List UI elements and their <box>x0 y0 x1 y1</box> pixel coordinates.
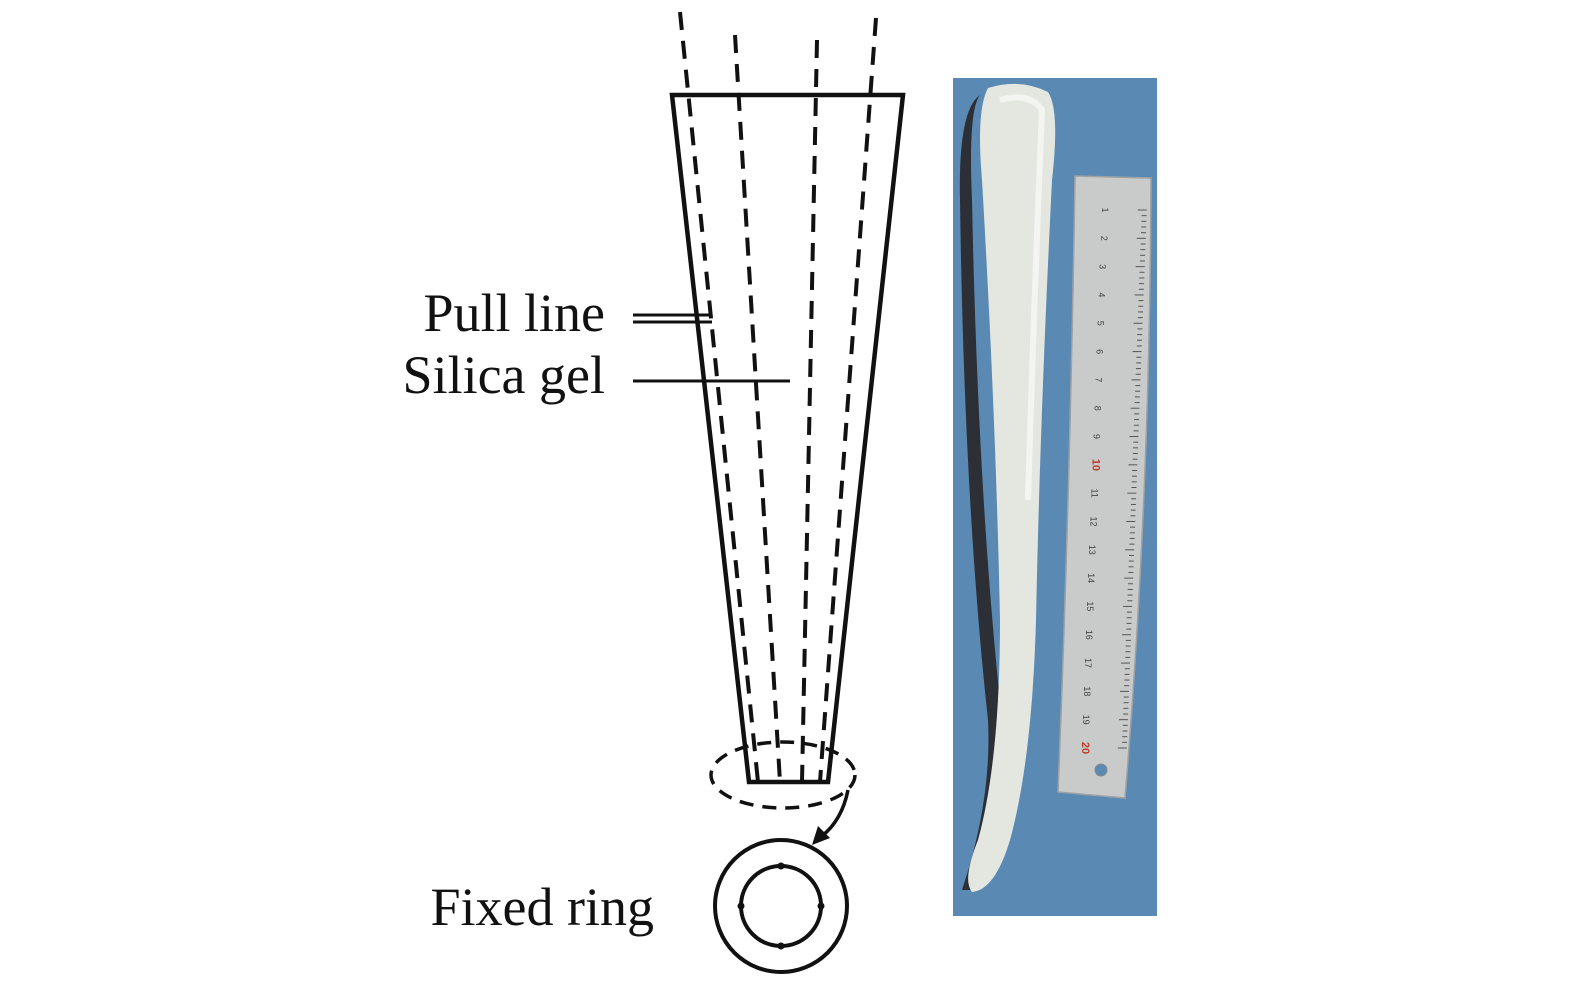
ruler-number: 15 <box>1085 601 1095 611</box>
pull-line-2 <box>733 34 782 783</box>
pull-line-3 <box>800 39 819 783</box>
ruler-number: 16 <box>1084 630 1094 640</box>
ruler-number: 19 <box>1081 715 1091 725</box>
ruler-number: 13 <box>1087 545 1097 555</box>
fixed-ring <box>713 838 849 974</box>
silica-gel-label: Silica gel <box>403 345 605 405</box>
ruler-number: 14 <box>1086 573 1096 583</box>
pull-line-1 <box>678 11 760 783</box>
ruler-number: 8 <box>1092 406 1102 411</box>
detail-arrowhead <box>812 826 830 845</box>
fixed-ring-label: Fixed ring <box>431 877 655 937</box>
ruler-number: 11 <box>1089 488 1099 497</box>
ruler-number: 6 <box>1095 349 1105 354</box>
ruler-number: 1 <box>1100 207 1110 212</box>
ruler-hang-hole <box>1094 763 1108 777</box>
ring-hole-top <box>777 862 785 870</box>
ruler-number: 9 <box>1091 434 1101 439</box>
silica-gel-body <box>669 92 906 785</box>
ring-hole-left <box>737 902 745 910</box>
ruler-body <box>1057 175 1152 799</box>
ruler-tick-marks <box>1117 209 1147 749</box>
pull-line-label: Pull line <box>423 283 605 343</box>
fixed-ring-inner <box>739 864 823 948</box>
ruler-number: 18 <box>1082 686 1092 696</box>
pull-line-4 <box>818 17 878 783</box>
ruler-number: 5 <box>1096 321 1106 326</box>
pull-lines <box>678 11 878 783</box>
ring-hole-bottom <box>777 942 785 950</box>
leader-lines <box>633 313 790 383</box>
ruler-number: 7 <box>1094 377 1104 382</box>
ruler-number: 17 <box>1083 658 1093 668</box>
ruler-number: 20 <box>1079 742 1091 754</box>
ruler-number: 12 <box>1088 516 1098 526</box>
ruler-number: 2 <box>1099 236 1109 241</box>
ruler-number: 3 <box>1098 264 1108 269</box>
fixed-ring-outer <box>713 838 849 974</box>
tube-shadow <box>959 95 1003 890</box>
tip-highlight-ellipse <box>709 740 857 810</box>
schematic-diagram: Pull line Silica gel Fixed ring <box>403 11 906 974</box>
detail-arrow <box>820 789 850 838</box>
ruler-number: 10 <box>1089 459 1101 471</box>
ruler-number: 4 <box>1097 292 1107 297</box>
ring-hole-right <box>817 902 825 910</box>
tube-highlight <box>999 94 1046 501</box>
